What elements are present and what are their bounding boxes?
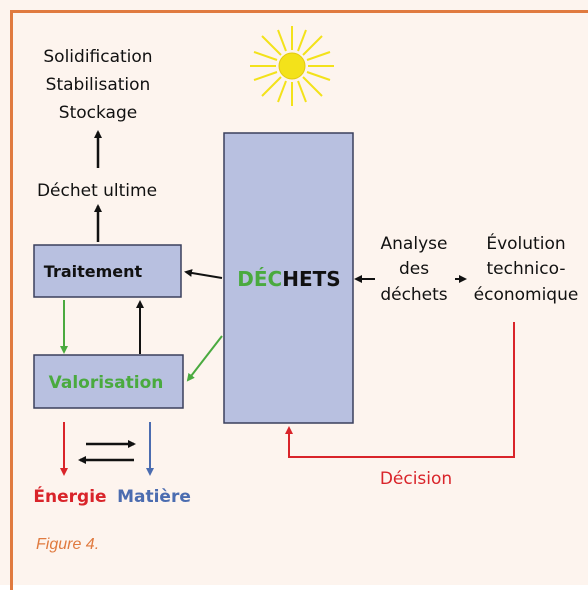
decision-label: Décision xyxy=(380,469,452,489)
figure-caption: Figure 4. xyxy=(36,536,100,553)
dechets-label-green: DÉC xyxy=(237,267,282,291)
output-stockage: Stockage xyxy=(59,103,137,123)
frame-border xyxy=(10,10,588,590)
analyse-bg xyxy=(375,228,455,306)
dechet-ultime-label: Déchet ultime xyxy=(37,181,157,201)
analyse-line-1: Analyse xyxy=(381,234,448,254)
evolution-line-1: Évolution xyxy=(486,232,565,254)
sun-icon xyxy=(250,26,334,106)
dechets-box xyxy=(223,132,354,424)
output-solidification: Solidification xyxy=(43,47,152,67)
energie-label: Énergie xyxy=(33,485,106,507)
output-stabilisation: Stabilisation xyxy=(46,75,151,95)
evolution-line-3: économique xyxy=(474,285,579,305)
evolution-line-2: technico- xyxy=(487,259,566,279)
traitement-box xyxy=(33,244,182,298)
analyse-line-3: déchets xyxy=(380,285,447,305)
arrow-dechets-to-valorisation xyxy=(186,335,223,382)
valorisation-box xyxy=(33,354,184,409)
arrow-dechets-to-traitement xyxy=(184,269,223,279)
valorisation-label: Valorisation xyxy=(49,373,164,393)
decision-arrow xyxy=(285,322,515,458)
traitement-label: Traitement xyxy=(44,262,143,281)
dechets-label: DÉCHETS xyxy=(237,267,340,291)
analyse-line-2: des xyxy=(399,259,429,279)
matiere-label: Matière xyxy=(117,487,191,507)
dechets-label-black: HETS xyxy=(282,267,340,291)
